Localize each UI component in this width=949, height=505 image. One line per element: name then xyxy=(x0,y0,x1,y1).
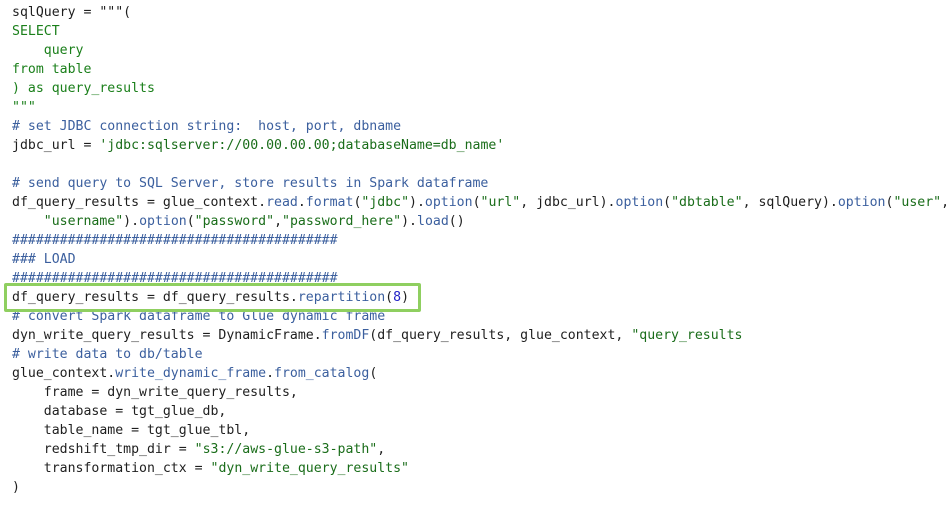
code-line: SELECT xyxy=(12,22,949,41)
code-token: jdbc_url = xyxy=(12,138,100,153)
code-line: ########################################… xyxy=(12,269,949,288)
code-token: transformation_ctx = xyxy=(12,461,211,476)
code-token: , xyxy=(941,195,949,210)
code-line: ### LOAD xyxy=(12,250,949,269)
code-token: frame = dyn_write_query_results, xyxy=(12,385,298,400)
code-token: from table xyxy=(12,62,92,77)
code-token: option xyxy=(615,195,664,210)
code-line: # set JDBC connection string: host, port… xyxy=(12,117,949,136)
code-token: write_dynamic_frame xyxy=(115,366,267,381)
code-token: . xyxy=(297,195,306,210)
code-token: ( xyxy=(472,195,481,210)
code-token: , jdbc_url). xyxy=(520,195,616,210)
code-token: ). xyxy=(123,214,140,229)
code-token: """ xyxy=(12,100,36,115)
code-line: ) as query_results xyxy=(12,79,949,98)
code-line: ) xyxy=(12,478,949,497)
code-line: database = tgt_glue_db, xyxy=(12,402,949,421)
code-token: () xyxy=(448,214,465,229)
code-token: "jdbc" xyxy=(361,195,410,210)
code-token: ### LOAD xyxy=(12,252,76,267)
code-token: option xyxy=(424,195,473,210)
code-line: "username").option("password","password_… xyxy=(12,212,949,231)
code-line: # write data to db/table xyxy=(12,345,949,364)
code-token: . xyxy=(266,366,275,381)
code-token: # write data to db/table xyxy=(12,347,203,362)
code-token: # convert Spark dataframe to Glue dynami… xyxy=(12,309,386,324)
code-token: ########################################… xyxy=(12,233,338,248)
code-token: 'jdbc:sqlserver://00.00.00.00;databaseNa… xyxy=(99,138,505,153)
code-token: # send query to SQL Server, store result… xyxy=(12,176,489,191)
code-token: ( xyxy=(186,214,195,229)
code-token: fromDF xyxy=(321,328,370,343)
code-token xyxy=(12,214,44,229)
code-line: sqlQuery = """( xyxy=(12,3,949,22)
code-token: ) xyxy=(401,290,410,305)
code-line xyxy=(12,155,949,174)
code-token: load xyxy=(417,214,449,229)
code-token: sqlQuery = """( xyxy=(12,5,132,20)
code-token: read xyxy=(266,195,298,210)
code-token: ) xyxy=(12,480,20,495)
code-token: , xyxy=(377,442,386,457)
code-line: ########################################… xyxy=(12,231,949,250)
code-token: ( xyxy=(369,366,378,381)
code-token: dyn_write_query_results = DynamicFrame. xyxy=(12,328,322,343)
code-token: from_catalog xyxy=(274,366,370,381)
code-token: ) as query_results xyxy=(12,81,155,96)
code-token: repartition xyxy=(297,290,386,305)
code-token: table_name = tgt_glue_tbl, xyxy=(12,423,251,438)
code-line: frame = dyn_write_query_results, xyxy=(12,383,949,402)
code-line: glue_context.write_dynamic_frame.from_ca… xyxy=(12,364,949,383)
code-token: (df_query_results, glue_context, xyxy=(369,328,632,343)
code-token: "password" xyxy=(194,214,275,229)
code-token: redshift_tmp_dir = xyxy=(12,442,195,457)
code-token: , xyxy=(274,214,283,229)
code-line: # send query to SQL Server, store result… xyxy=(12,174,949,193)
code-line: df_query_results = glue_context.read.for… xyxy=(12,193,949,212)
code-token: SELECT xyxy=(12,24,60,39)
code-token: "s3://aws-glue-s3-path" xyxy=(194,442,378,457)
code-token: df_query_results = df_query_results. xyxy=(12,290,298,305)
code-token: glue_context. xyxy=(12,366,116,381)
code-token: "dbtable" xyxy=(671,195,743,210)
code-line: from table xyxy=(12,60,949,79)
code-line: transformation_ctx = "dyn_write_query_re… xyxy=(12,459,949,478)
code-token: ( xyxy=(385,290,394,305)
code-token: ( xyxy=(353,195,362,210)
code-line: dyn_write_query_results = DynamicFrame.f… xyxy=(12,326,949,345)
code-token: query xyxy=(12,43,84,58)
code-line: jdbc_url = 'jdbc:sqlserver://00.00.00.00… xyxy=(12,136,949,155)
code-token: option xyxy=(837,195,886,210)
code-token: ( xyxy=(663,195,672,210)
code-token: , sqlQuery). xyxy=(742,195,838,210)
code-token: ########################################… xyxy=(12,271,338,286)
code-token: "password_here" xyxy=(282,214,402,229)
code-token: option xyxy=(139,214,187,229)
code-token: 8 xyxy=(393,290,402,305)
code-line: df_query_results = df_query_results.repa… xyxy=(12,288,949,307)
code-token: "user" xyxy=(893,195,942,210)
code-token: ( xyxy=(885,195,894,210)
code-token: ). xyxy=(409,195,425,210)
code-token: format xyxy=(305,195,354,210)
code-token: "query_results xyxy=(631,328,743,343)
code-token: ). xyxy=(401,214,417,229)
code-line: # convert Spark dataframe to Glue dynami… xyxy=(12,307,949,326)
code-token: "url" xyxy=(480,195,521,210)
code-token: df_query_results = glue_context. xyxy=(12,195,267,210)
code-token: "username" xyxy=(43,214,124,229)
code-line: query xyxy=(12,41,949,60)
code-token: "dyn_write_query_results" xyxy=(210,461,410,476)
code-line: """ xyxy=(12,98,949,117)
code-line: table_name = tgt_glue_tbl, xyxy=(12,421,949,440)
code-token: # set JDBC connection string: host, port… xyxy=(12,119,402,134)
code-token: database = tgt_glue_db, xyxy=(12,404,227,419)
code-editor[interactable]: sqlQuery = """( SELECT query from table ) a… xyxy=(12,3,949,497)
code-line: redshift_tmp_dir = "s3://aws-glue-s3-pat… xyxy=(12,440,949,459)
